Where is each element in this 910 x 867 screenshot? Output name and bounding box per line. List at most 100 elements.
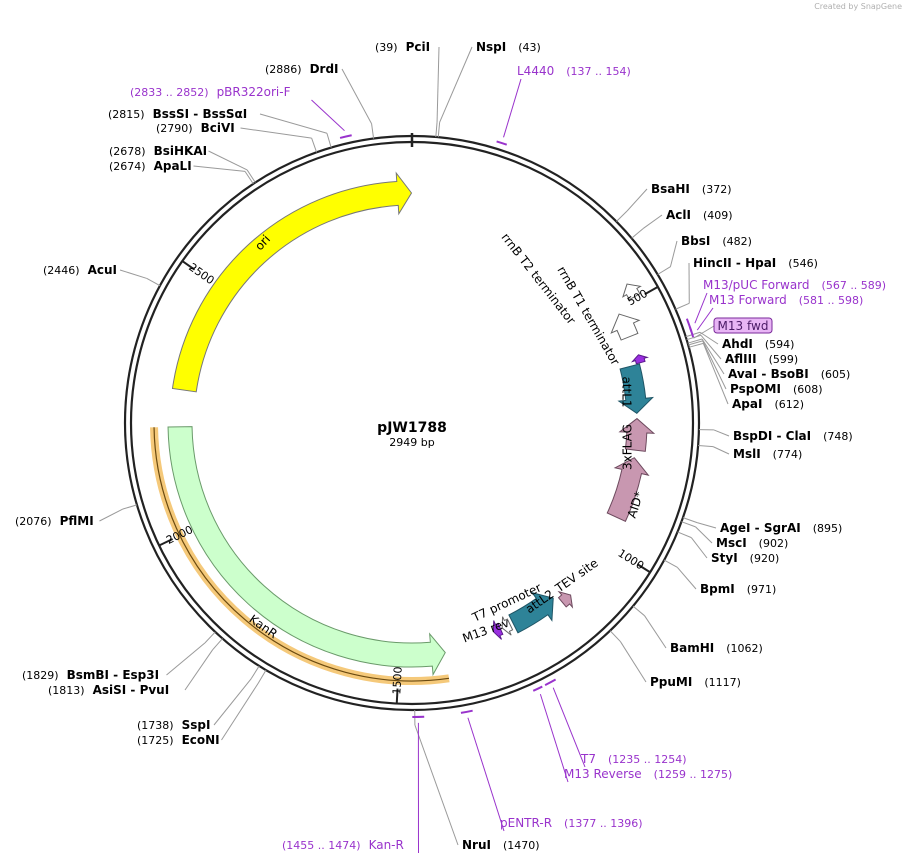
enzyme-site-label: BamHI(1062) — [670, 641, 763, 655]
enzyme-leader-line — [669, 240, 678, 267]
enzyme-leader-line — [259, 113, 328, 134]
primer-bind-m13-forward — [688, 326, 695, 338]
enzyme-position: (2678) — [109, 145, 146, 158]
feature-rrnb-t2-terminator — [622, 283, 642, 301]
primer-bind-pentr-r — [460, 709, 473, 714]
enzyme-position: (2674) — [109, 160, 146, 173]
primer-position: (137 .. 154) — [566, 65, 631, 78]
enzyme-site-label: (1738)SspI — [137, 718, 210, 732]
enzyme-site-label: BbsI (482) — [681, 234, 752, 248]
enzyme-name: BsiHKAI — [154, 144, 208, 158]
enzyme-leader-stub — [250, 665, 260, 679]
enzyme-site-label: (39)PciI — [375, 40, 430, 54]
enzyme-name: MscI — [716, 536, 747, 550]
feature-label-m13-rev: M13 rev — [461, 616, 511, 646]
primer-position: (581 .. 598) — [799, 294, 864, 307]
enzyme-position: (748) — [823, 430, 853, 443]
enzyme-leader-stub — [257, 669, 267, 684]
enzyme-name: AclI — [666, 208, 691, 222]
primer-bind-m13-reverse — [532, 685, 543, 692]
enzyme-site-label: (2678) BsiHKAI — [109, 144, 207, 158]
enzyme-leader-stub — [675, 302, 690, 310]
m13-fwd-leader — [693, 325, 715, 339]
enzyme-site-label: BpmI (971) — [700, 582, 776, 596]
enzyme-site-label: (1725)EcoNI — [137, 733, 220, 747]
enzyme-position: (2886) — [265, 63, 302, 76]
enzyme-site-label: MslI(774) — [733, 447, 802, 461]
enzyme-leader-line — [712, 446, 730, 455]
scale-tick-2500 — [181, 260, 196, 271]
enzyme-name: BsmBI - Esp3I — [67, 668, 159, 682]
enzyme-leader-line — [702, 343, 729, 405]
enzyme-position: (608) — [793, 383, 823, 396]
enzyme-name: BpmI — [700, 582, 735, 596]
enzyme-site-label: (2790)BciVI — [156, 121, 235, 135]
enzyme-site-label: (1813)AsiSI - PvuI — [48, 683, 169, 697]
enzyme-name: AhdI — [722, 337, 753, 351]
enzyme-leader-stub — [326, 133, 332, 148]
enzyme-leader-line — [221, 682, 259, 741]
enzyme-site-label: BspDI - ClaI(748) — [733, 429, 853, 443]
enzyme-site-label: BsaHI(372) — [651, 182, 732, 196]
primer-leader-line — [696, 307, 714, 331]
enzyme-site-label: (2446)AcuI — [43, 263, 117, 277]
enzyme-leader-line — [701, 338, 725, 375]
scale-tick-label: 2500 — [186, 261, 216, 288]
feature-3xflag — [618, 417, 656, 452]
primer-name: M13/pUC Forward — [703, 278, 810, 292]
plasmid-name: pJW1788 — [377, 420, 447, 436]
enzyme-position: (920) — [750, 552, 780, 565]
enzyme-name: NruI — [462, 838, 491, 852]
enzyme-name: StyI — [711, 551, 738, 565]
enzyme-position: (605) — [821, 368, 851, 381]
enzyme-leader-stub — [212, 638, 223, 651]
enzyme-site-label: PspOMI(608) — [730, 382, 823, 396]
enzyme-site-label: (2886)DrdI — [265, 62, 339, 76]
enzyme-leader-stub — [609, 630, 621, 642]
enzyme-name: HincII - HpaI — [693, 256, 776, 270]
enzyme-position: (546) — [788, 257, 818, 270]
enzyme-leader-stub — [688, 340, 703, 346]
primer-position: (1235 .. 1254) — [608, 753, 687, 766]
enzyme-position: (1062) — [726, 642, 763, 655]
scale-tick-1500 — [395, 688, 399, 704]
enzyme-position: (482) — [722, 235, 752, 248]
primer-position: (1455 .. 1474) — [282, 839, 361, 852]
scale-tick-1000 — [636, 563, 651, 574]
enzyme-position: (1813) — [48, 684, 85, 697]
feature-t7-promoter — [501, 616, 514, 636]
enzyme-position: (1725) — [137, 734, 174, 747]
enzyme-position: (612) — [774, 398, 804, 411]
enzyme-site-label: NruI(1470) — [462, 838, 540, 852]
enzyme-name: PflMI — [60, 514, 94, 528]
enzyme-leader-line — [184, 649, 214, 691]
enzyme-position: (774) — [773, 448, 803, 461]
primer-leader-line — [552, 687, 586, 768]
enzyme-position: (1738) — [137, 719, 174, 732]
feature-kanr — [167, 426, 446, 677]
scale-tick-label: 1500 — [390, 666, 405, 695]
enzyme-name: ApaI — [732, 397, 762, 411]
kanr-highlight-line — [153, 427, 450, 682]
enzyme-leader-line — [620, 641, 647, 683]
enzyme-site-label: AflIII(599) — [725, 352, 798, 366]
enzyme-leader-line — [193, 165, 246, 172]
enzyme-site-label: HincII - HpaI (546) — [693, 256, 818, 270]
m13-fwd-box — [713, 317, 773, 334]
enzyme-site-label: AvaI - BsoBI(605) — [728, 367, 850, 381]
enzyme-leader-stub — [698, 444, 714, 448]
feature-aid — [606, 457, 650, 523]
enzyme-name: AgeI - SgrAI — [720, 521, 801, 535]
enzyme-site-label: ApaI (612) — [732, 397, 804, 411]
primer-name: pBR322ori-F — [217, 85, 291, 99]
enzyme-position: (971) — [747, 583, 777, 596]
primer-name: M13 Forward — [709, 293, 787, 307]
enzyme-position: (599) — [769, 353, 799, 366]
enzyme-leader-stub — [246, 169, 256, 183]
primer-label: (1455 .. 1474)Kan-R — [282, 838, 404, 852]
enzyme-leader-line — [240, 127, 312, 139]
enzyme-name: BssSI - BssSαI — [153, 107, 248, 121]
enzyme-leader-line — [99, 508, 123, 522]
enzyme-site-label: (2674)ApaLI — [109, 159, 192, 173]
enzyme-name: BbsI — [681, 234, 710, 248]
